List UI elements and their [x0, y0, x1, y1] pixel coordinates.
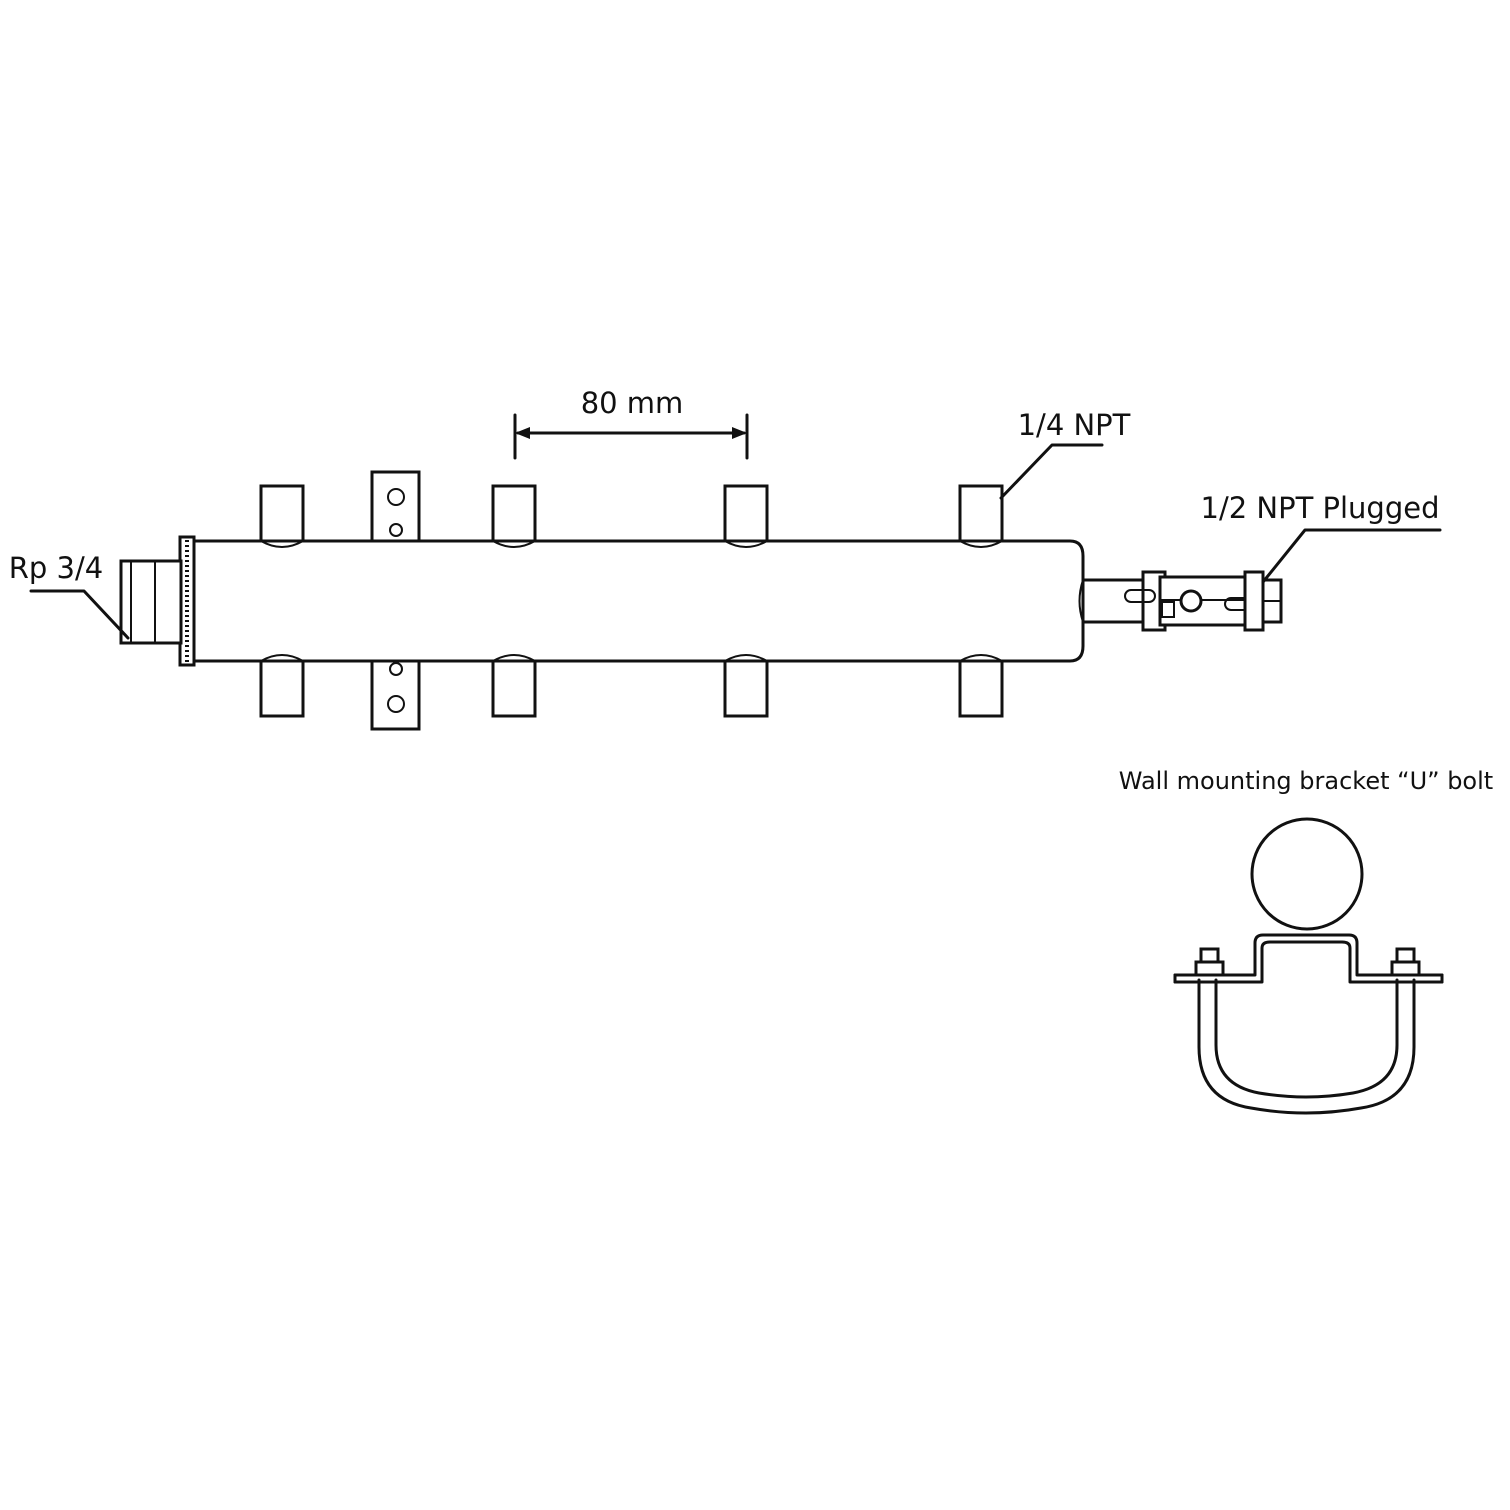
end-plug-label: 1/2 NPT Plugged: [1201, 491, 1440, 525]
outlet-bottom-2: [491, 658, 537, 718]
inlet-thread-label: Rp 3/4: [9, 551, 103, 585]
outlet-bottom-4: [958, 658, 1004, 718]
mounting-bracket-bottom: [370, 658, 421, 731]
top-outlets: [259, 484, 1004, 543]
manifold-body: [190, 539, 1085, 663]
end-plug-assembly: [1081, 570, 1283, 632]
outlet-top-1: [259, 484, 305, 543]
mounting-bracket-top: [370, 470, 421, 544]
pipe-section: [1250, 817, 1364, 931]
dimension-80mm: 80 mm: [513, 386, 749, 460]
outlet-bottom-1: [259, 658, 305, 718]
inlet-fitting: [119, 535, 196, 667]
u-bolt-detail: [1173, 817, 1444, 1115]
outlet-top-4: [958, 484, 1004, 543]
leader-lines: [29, 443, 1442, 640]
outlet-top-2: [491, 484, 537, 543]
bottom-outlets: [259, 658, 1004, 718]
outlet-top-3: [723, 484, 769, 543]
outlet-thread-label: 1/4 NPT: [1018, 408, 1131, 442]
outlet-bottom-3: [723, 658, 769, 718]
bracket-caption: Wall mounting bracket “U” bolt: [1119, 767, 1493, 795]
dimension-label: 80 mm: [581, 386, 684, 420]
